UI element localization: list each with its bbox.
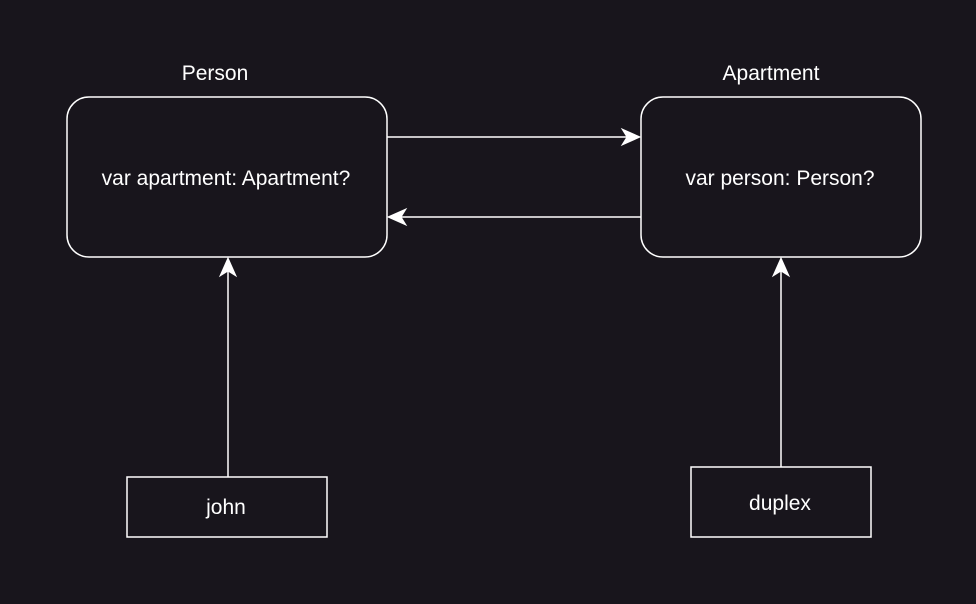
john-instance-label: john (205, 496, 246, 519)
duplex-instance-box[interactable] (690, 466, 872, 538)
person-class-property: var apartment: Apartment? (102, 167, 351, 190)
edge-apartment-to-person-arrowhead (386, 207, 408, 227)
duplex-instance-label: duplex (749, 492, 811, 515)
edge-duplex-to-apartment-arrowhead (771, 256, 791, 278)
apartment-class-title: Apartment (723, 62, 820, 85)
apartment-class-property: var person: Person? (685, 167, 874, 190)
edge-person-to-apartment-arrowhead (620, 127, 642, 147)
john-instance-box[interactable] (126, 476, 328, 538)
person-class-box[interactable] (66, 96, 388, 258)
edge-john-to-person-arrowhead (218, 256, 238, 278)
person-class-title: Person (182, 62, 249, 85)
